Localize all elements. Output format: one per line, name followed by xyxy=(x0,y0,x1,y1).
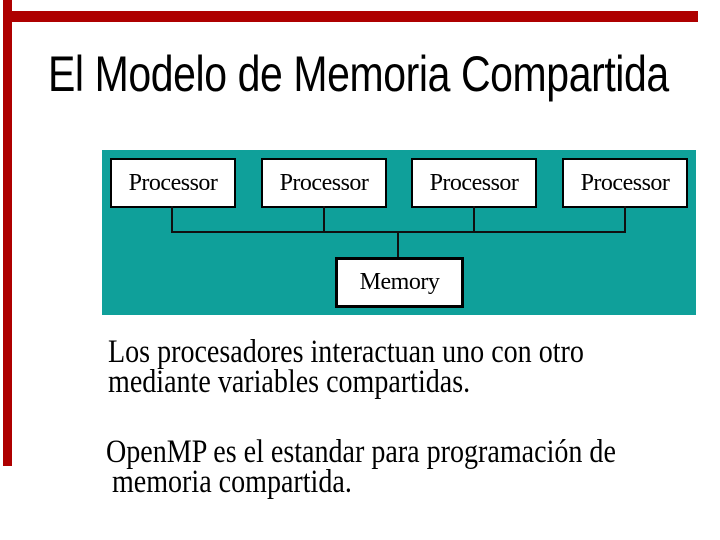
paragraph-line: OpenMP es el estandar para programación … xyxy=(106,434,616,470)
connector-line xyxy=(171,206,173,232)
processor-box-3: Processor xyxy=(411,158,537,208)
paragraph-openmp: OpenMP es el estandar para programación … xyxy=(106,434,616,500)
processor-label: Processor xyxy=(279,169,369,196)
left-accent-bar xyxy=(3,0,12,466)
memory-connector-line xyxy=(397,231,399,257)
processor-box-4: Processor xyxy=(562,158,688,208)
memory-box: Memory xyxy=(335,257,464,308)
memory-label: Memory xyxy=(359,269,440,295)
paragraph-line: memoria compartida. xyxy=(111,464,352,500)
paragraph-shared-variables: Los procesadores interactuan uno con otr… xyxy=(108,334,584,400)
connector-line xyxy=(473,206,475,232)
processor-label: Processor xyxy=(580,169,670,196)
page-title: El Modelo de Memoria Compartida xyxy=(48,46,669,102)
paragraph-line: Los procesadores interactuan uno con otr… xyxy=(108,334,584,370)
processor-label: Processor xyxy=(128,169,218,196)
processor-box-2: Processor xyxy=(261,158,387,208)
processor-box-1: Processor xyxy=(110,158,236,208)
processor-label: Processor xyxy=(429,169,519,196)
connector-line xyxy=(323,206,325,232)
shared-memory-diagram: Processor Processor Processor Processor … xyxy=(102,150,696,315)
connector-line xyxy=(624,206,626,232)
top-accent-bar xyxy=(10,11,698,22)
paragraph-line: mediante variables compartidas. xyxy=(108,364,471,400)
